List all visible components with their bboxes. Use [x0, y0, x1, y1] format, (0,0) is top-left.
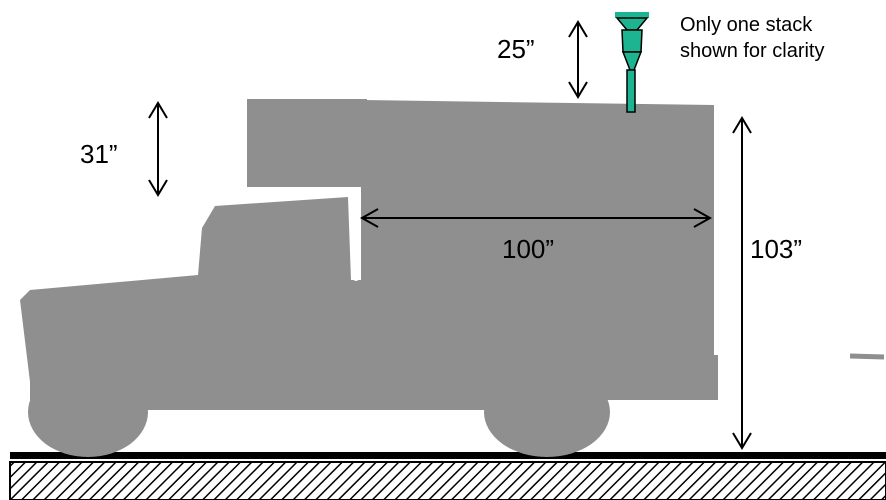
arrow-stack-height — [568, 20, 588, 99]
note-line-1: Only one stack — [680, 14, 813, 36]
cab-shelter-gap — [352, 197, 358, 277]
clarity-note: Only one stack shown for clarity — [680, 12, 825, 64]
shelter-length-label: 100” — [502, 234, 555, 264]
vehicle-silhouette — [20, 99, 718, 457]
tail-mark — [849, 353, 885, 360]
arrow-cabin-height — [148, 101, 168, 197]
stack-height-label: 25” — [497, 34, 535, 64]
note-line-2: shown for clarity — [680, 40, 825, 62]
ground-hatch — [9, 461, 886, 500]
gap-end — [353, 275, 359, 281]
arrow-overall-height — [732, 116, 752, 450]
arrow-shelter-length — [359, 208, 713, 228]
ground-line — [10, 452, 886, 459]
exhaust-stack — [615, 12, 649, 113]
overall-height-label: 103” — [750, 234, 803, 264]
cabin-height-label: 31” — [80, 139, 118, 169]
